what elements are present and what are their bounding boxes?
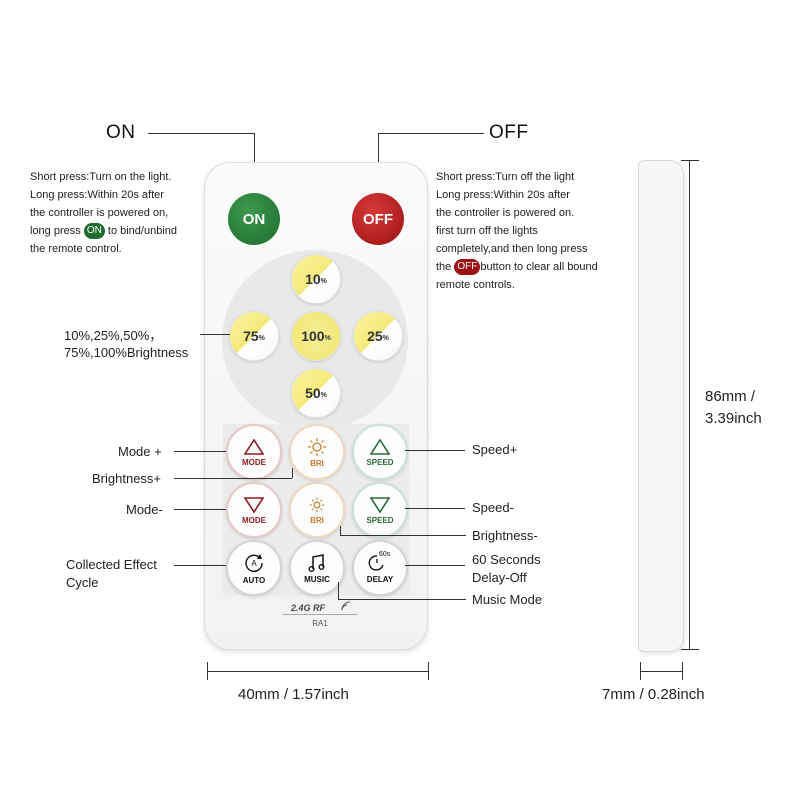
speed-plus-leader <box>405 450 465 451</box>
model-label: RA1 <box>312 619 328 628</box>
depth-tick-left <box>640 662 641 680</box>
off-button[interactable]: OFF <box>352 193 404 245</box>
auto-button[interactable]: A AUTO <box>226 540 282 596</box>
brightness-10-button[interactable]: 10% <box>291 254 341 304</box>
collected-callout: Collected Effect Cycle <box>66 557 157 590</box>
off-title: OFF <box>489 122 529 143</box>
sun-icon <box>308 437 326 456</box>
mode-plus-callout: Mode + <box>118 444 162 459</box>
music-button[interactable]: MUSIC <box>289 540 345 596</box>
mode-plus-button[interactable]: MODE <box>226 424 282 480</box>
mode-minus-leader <box>174 509 226 510</box>
music-leader-v <box>338 582 339 599</box>
svg-text:A: A <box>251 559 257 568</box>
on-note: Short press:Turn on the light. Long pres… <box>30 171 178 255</box>
speed-minus-leader <box>405 508 465 509</box>
brightness-minus-leader <box>340 535 466 536</box>
mode-minus-button[interactable]: MODE <box>226 482 282 538</box>
brightness-plus-leader <box>174 478 292 479</box>
music-leader <box>338 599 466 600</box>
brightness-25-button[interactable]: 25% <box>353 311 403 361</box>
collected-leader <box>174 565 226 566</box>
sun-small-icon <box>309 497 325 512</box>
height-tick-top <box>681 160 699 161</box>
triangle-down-icon <box>243 496 265 513</box>
brightness-50-button[interactable]: 50% <box>291 368 341 418</box>
width-dimension-label: 40mm / 1.57inch <box>238 686 349 703</box>
delay-timer-icon: 60s <box>367 551 393 573</box>
mode-minus-callout: Mode- <box>126 502 163 517</box>
width-tick-right <box>428 662 429 680</box>
height-tick-bottom <box>681 649 699 650</box>
triangle-up-icon <box>369 438 391 455</box>
width-tick-left <box>207 662 208 680</box>
wireless-icon <box>341 601 351 611</box>
music-callout: Music Mode <box>472 592 543 607</box>
brightness-100-button[interactable]: 100% <box>291 311 341 361</box>
width-dimension-line <box>207 671 428 672</box>
height-dimension-label: 86mm / 3.39inch <box>705 388 762 427</box>
rf-label: 2.4G RF <box>291 603 326 613</box>
music-note-icon <box>308 553 325 572</box>
brightness-plus-callout: Brightness+ <box>92 471 162 486</box>
depth-dimension-label: 7mm / 0.28inch <box>602 686 705 703</box>
brightness-callout: 10%,25%,50%， 75%,100%Brightness <box>64 328 189 360</box>
triangle-down-icon <box>369 496 391 513</box>
off-note: Short press:Turn off the light Long pres… <box>436 171 598 291</box>
brightness-minus-leader-v <box>340 526 341 535</box>
model-divider <box>283 614 357 615</box>
depth-dimension-line <box>640 671 682 672</box>
speed-plus-callout: Speed+ <box>472 442 518 457</box>
on-button[interactable]: ON <box>228 193 280 245</box>
remote-side-view <box>638 160 684 652</box>
mode-plus-leader <box>174 451 226 452</box>
brightness-plus-leader-v <box>292 468 293 478</box>
on-leader-h <box>148 133 254 134</box>
on-title: ON <box>106 122 136 143</box>
inline-off-icon: OFF <box>454 259 481 276</box>
auto-cycle-icon: A <box>245 553 263 572</box>
delay-button[interactable]: 60s DELAY <box>352 540 408 596</box>
speed-plus-button[interactable]: SPEED <box>352 424 408 480</box>
inline-on-icon: ON <box>83 223 105 240</box>
speed-minus-button[interactable]: SPEED <box>352 482 408 538</box>
depth-tick-right <box>682 662 683 680</box>
brightness-75-button[interactable]: 75% <box>229 311 279 361</box>
brightness-minus-button[interactable]: BRI <box>289 482 345 538</box>
delay-leader <box>405 565 465 566</box>
brightness-plus-button[interactable]: BRI <box>289 424 345 480</box>
height-dimension-line <box>689 160 690 650</box>
brightness-leader <box>200 334 230 335</box>
off-leader-h <box>378 133 484 134</box>
delay-callout: 60 Seconds Delay-Off <box>472 552 541 585</box>
brightness-minus-callout: Brightness- <box>472 528 538 543</box>
speed-minus-callout: Speed- <box>472 500 514 515</box>
triangle-up-icon <box>243 438 265 455</box>
